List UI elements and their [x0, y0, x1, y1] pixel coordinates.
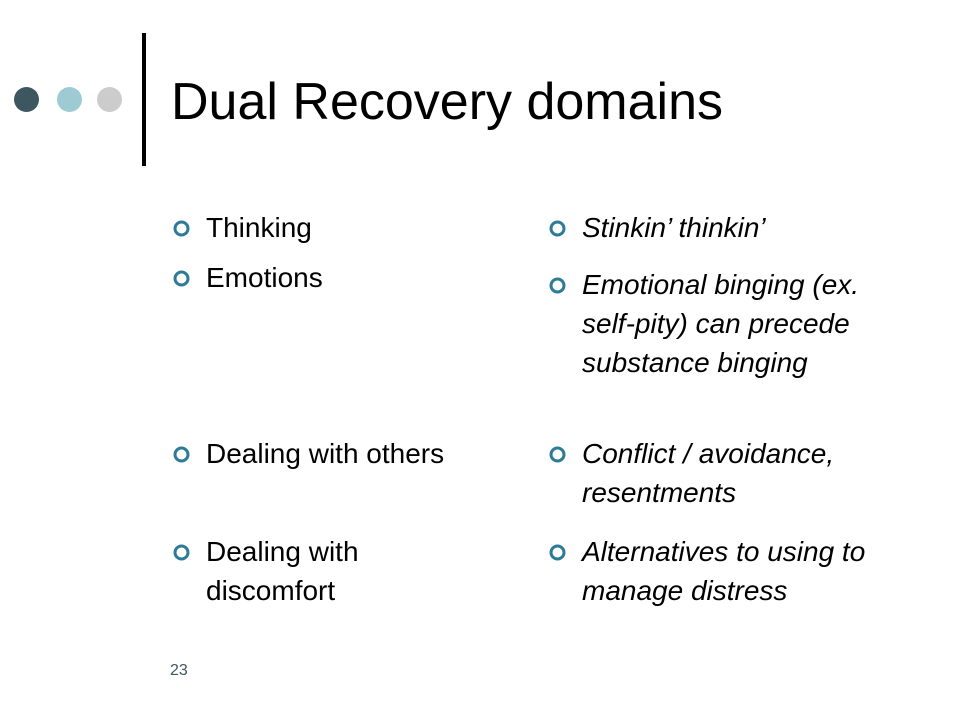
decorative-dot-grey-icon	[97, 87, 122, 112]
ring-bullet-icon	[549, 277, 566, 294]
list-item-text: Stinkin’ thinkin’	[582, 212, 766, 243]
list-item: Emotions	[172, 258, 323, 297]
list-item-text: Thinking	[206, 212, 312, 243]
ring-bullet-icon	[173, 544, 190, 561]
ring-bullet-icon	[173, 270, 190, 287]
list-item-text: Emotional binging (ex. self-pity) can pr…	[582, 269, 860, 378]
ring-bullet-icon	[549, 446, 566, 463]
ring-bullet-icon	[549, 544, 566, 561]
list-item: Emotional binging (ex. self-pity) can pr…	[548, 265, 878, 382]
slide-number: 23	[170, 662, 188, 679]
list-item: Stinkin’ thinkin’	[548, 208, 908, 247]
title-divider	[142, 33, 146, 166]
slide-title: Dual Recovery domains	[171, 73, 724, 131]
list-item-text: Conflict / avoidance, resentments	[582, 438, 835, 508]
ring-bullet-icon	[173, 220, 190, 237]
decorative-dot-light-icon	[57, 87, 82, 112]
ring-bullet-icon	[173, 446, 190, 463]
list-item-text: Dealing with discomfort	[206, 536, 359, 606]
list-item-text: Emotions	[206, 262, 323, 293]
list-item: Alternatives to using to manage distress	[548, 532, 908, 610]
list-item: Dealing with discomfort	[172, 532, 412, 610]
list-item: Dealing with others	[172, 434, 444, 473]
list-item: Conflict / avoidance, resentments	[548, 434, 908, 512]
list-item: Thinking	[172, 208, 312, 247]
list-item-text: Dealing with others	[206, 438, 445, 469]
ring-bullet-icon	[549, 220, 566, 237]
list-item-text: Alternatives to using to manage distress	[582, 536, 866, 606]
decorative-dot-dark-icon	[14, 87, 39, 112]
